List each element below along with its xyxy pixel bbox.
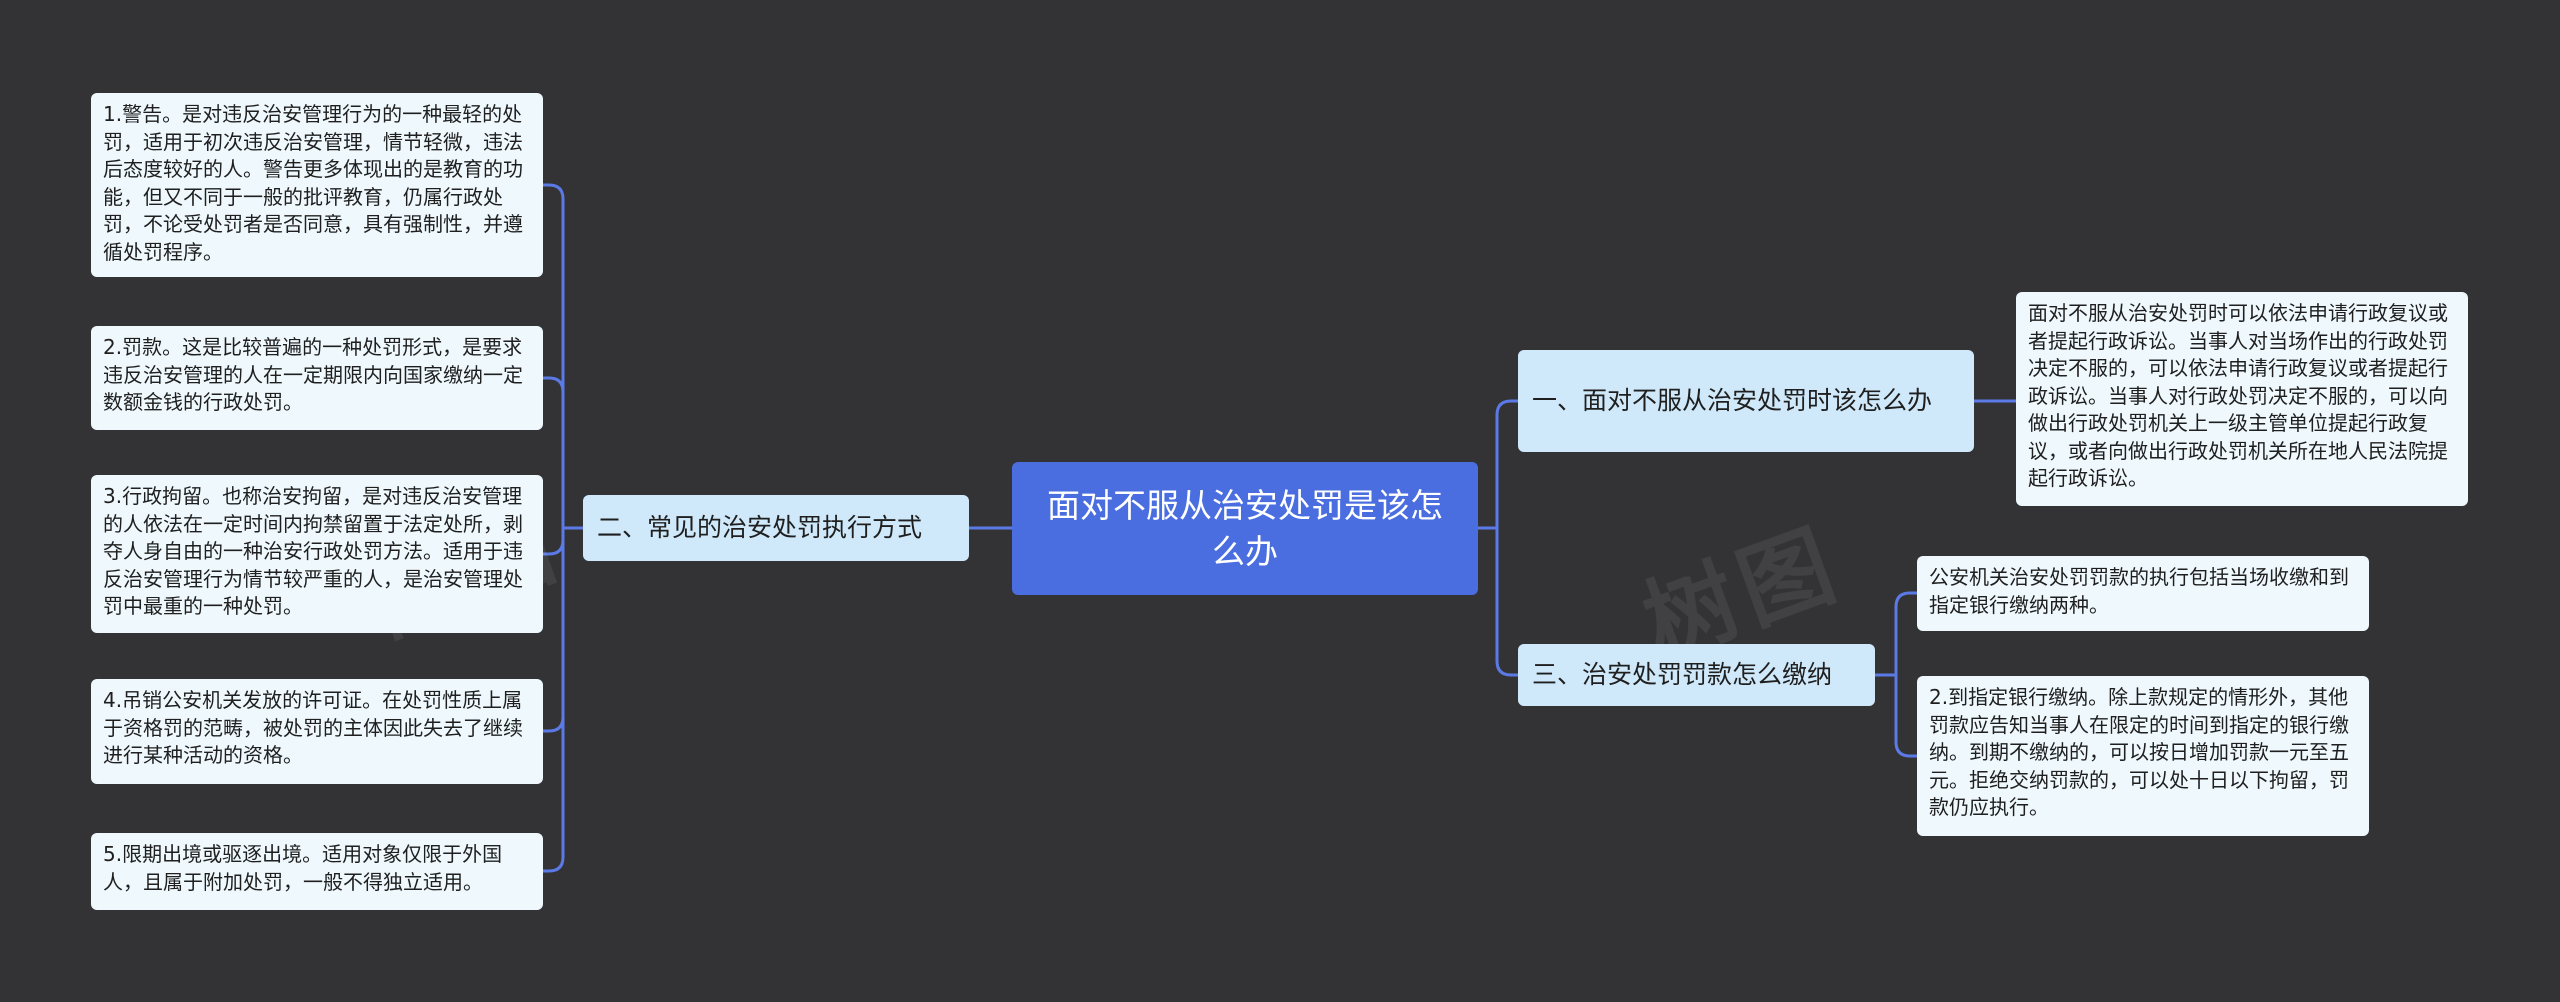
leaf-warning[interactable]: 1.警告。是对违反治安管理行为的一种最轻的处罚，适用于初次违反治安管理，情节轻微… [91, 93, 543, 277]
leaf-detention[interactable]: 3.行政拘留。也称治安拘留，是对违反治安管理的人依法在一定时间内拘禁留置于法定处… [91, 475, 543, 633]
branch-fine-payment[interactable]: 三、治安处罚罚款怎么缴纳 [1518, 644, 1875, 706]
link-branch3-leaf-1 [1875, 591, 1917, 677]
link-left-leaf-5 [543, 528, 565, 873]
branch-execution-methods[interactable]: 二、常见的治安处罚执行方式 [583, 495, 969, 561]
link-left-leaf-1 [543, 183, 565, 528]
link-root-branch3 [1478, 526, 1518, 677]
leaf-bank-payment[interactable]: 2.到指定银行缴纳。除上款规定的情形外，其他罚款应告知当事人在限定的时间到指定的… [1917, 676, 2369, 836]
link-branch3-leaf-2 [1875, 673, 1917, 758]
branch-refuse-punishment[interactable]: 一、面对不服从治安处罚时该怎么办 [1518, 350, 1974, 452]
leaf-review-lawsuit[interactable]: 面对不服从治安处罚时可以依法申请行政复议或者提起行政诉讼。当事人对当场作出的行政… [2016, 292, 2468, 506]
root-topic[interactable]: 面对不服从治安处罚是该怎么办 [1012, 462, 1478, 595]
leaf-fine[interactable]: 2.罚款。这是比较普遍的一种处罚形式，是要求违反治安管理的人在一定期限内向国家缴… [91, 326, 543, 430]
link-left-leaf-4 [543, 528, 565, 733]
leaf-deportation[interactable]: 5.限期出境或驱逐出境。适用对象仅限于外国人，且属于附加处罚，一般不得独立适用。 [91, 833, 543, 910]
leaf-license-revocation[interactable]: 4.吊销公安机关发放的许可证。在处罚性质上属于资格罚的范畴，被处罚的主体因此失去… [91, 679, 543, 784]
link-left-leaf-3 [543, 528, 565, 556]
leaf-payment-methods[interactable]: 公安机关治安处罚罚款的执行包括当场收缴和到指定银行缴纳两种。 [1917, 556, 2369, 631]
link-left-leaf-2 [543, 376, 565, 528]
link-root-branch1 [1478, 399, 1518, 530]
